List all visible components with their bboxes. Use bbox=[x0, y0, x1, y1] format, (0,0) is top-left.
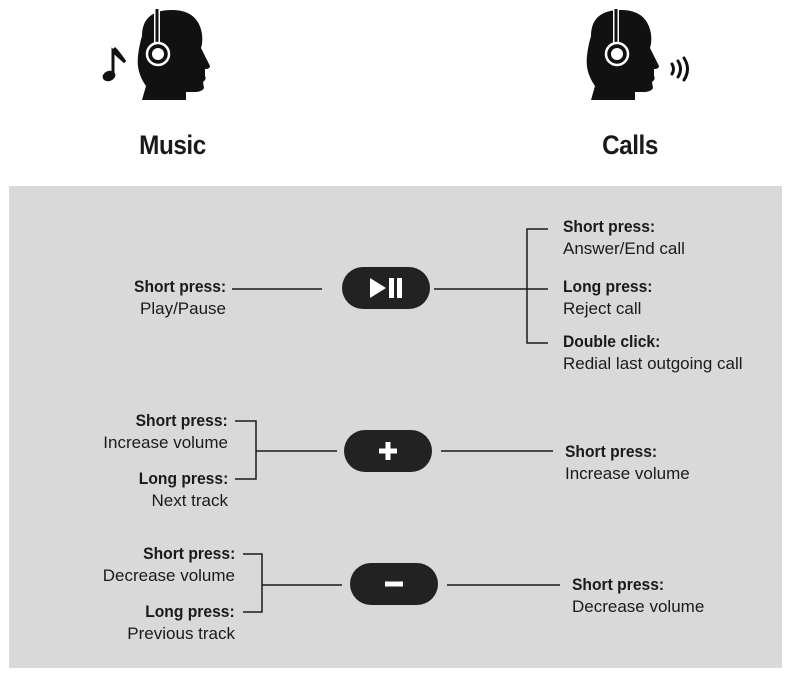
sound-waves-icon bbox=[670, 56, 689, 82]
plus-icon bbox=[379, 442, 397, 460]
play-pause-button[interactable] bbox=[342, 267, 430, 309]
minus-icon bbox=[385, 581, 403, 587]
volume-down-button[interactable] bbox=[350, 563, 438, 605]
plus-music-short-label: Short press:Increase volume bbox=[103, 411, 228, 452]
play-pause-icon bbox=[370, 278, 402, 298]
minus-music-long-label: Long press:Previous track bbox=[127, 602, 235, 643]
play-calls-long-label: Long press:Reject call bbox=[563, 277, 653, 318]
play-calls-double-label: Double click:Redial last outgoing call bbox=[563, 332, 743, 373]
play-calls-short-label: Short press:Answer/End call bbox=[563, 217, 685, 258]
plus-calls-label: Short press:Increase volume bbox=[565, 442, 690, 483]
minus-music-short-label: Short press:Decrease volume bbox=[102, 544, 235, 585]
music-note-icon bbox=[102, 46, 127, 82]
headphones-head-calls-icon bbox=[586, 9, 689, 100]
music-heading: Music bbox=[139, 130, 206, 160]
calls-heading: Calls bbox=[602, 130, 658, 160]
headphones-head-music-icon bbox=[102, 9, 210, 100]
play-music-label: Short press:Play/Pause bbox=[133, 277, 226, 318]
plus-music-long-label: Long press:Next track bbox=[138, 469, 228, 510]
minus-calls-label: Short press:Decrease volume bbox=[572, 575, 705, 616]
volume-up-button[interactable] bbox=[344, 430, 432, 472]
